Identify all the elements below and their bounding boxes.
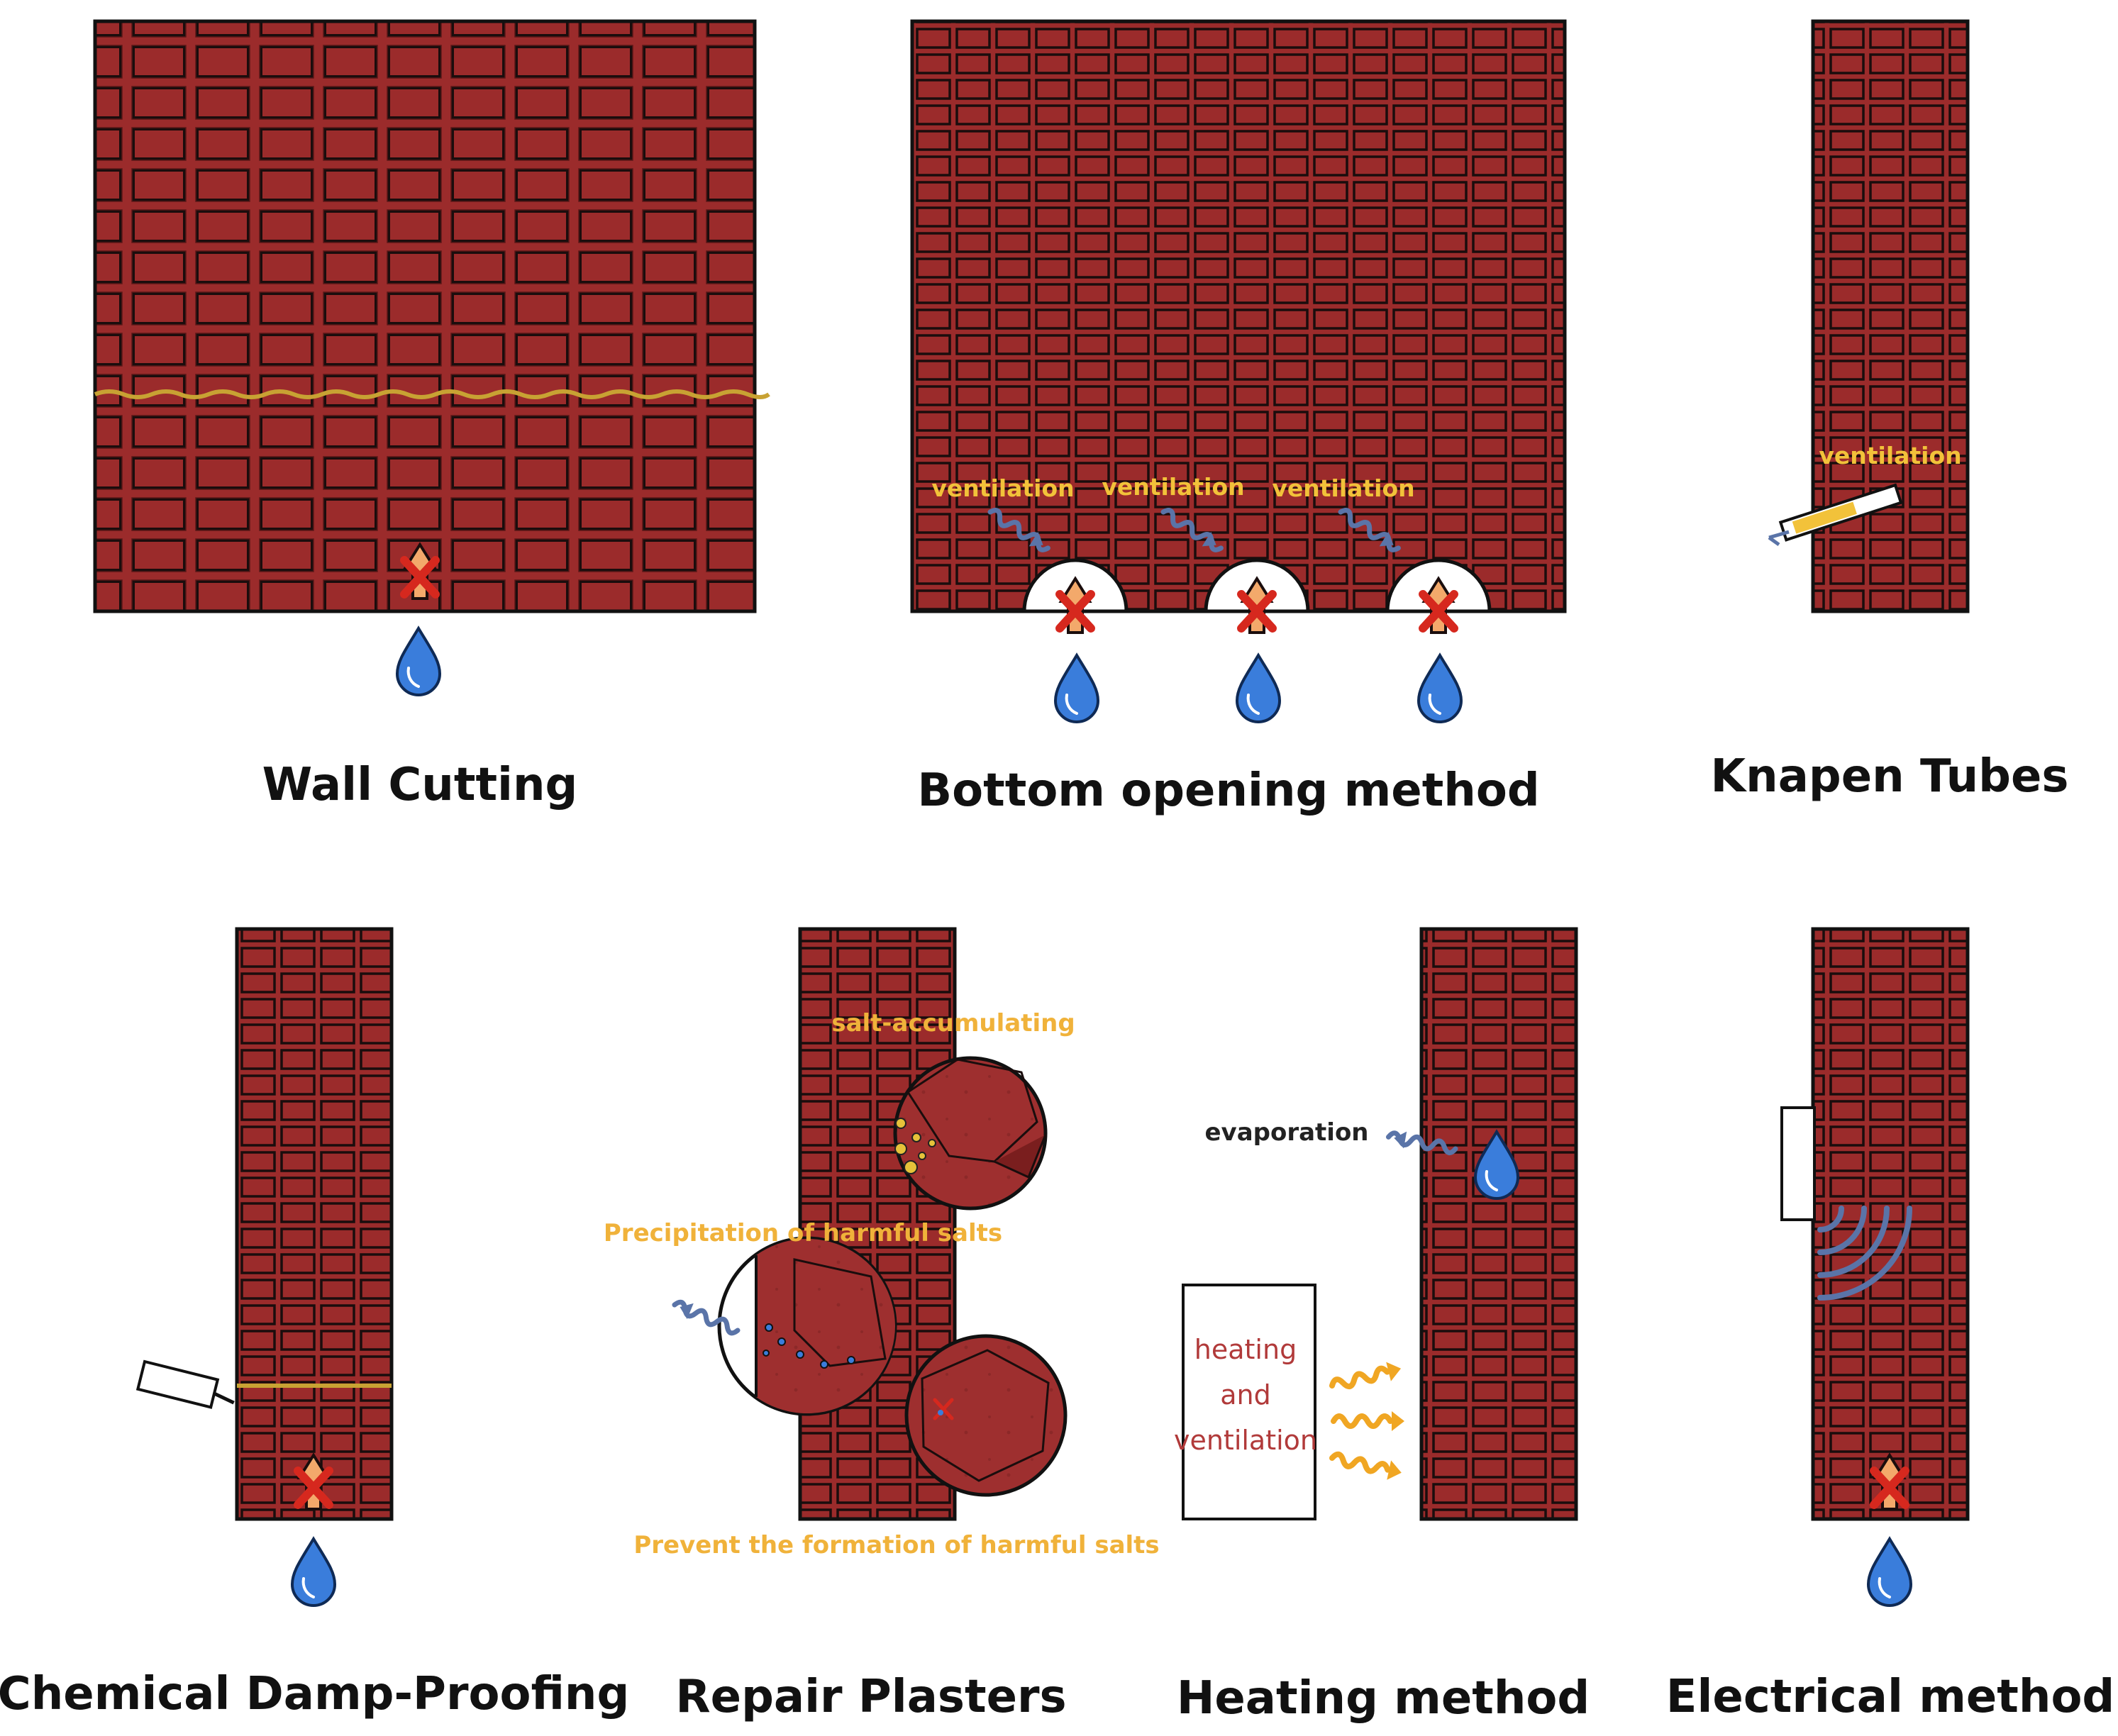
brick-wall — [1419, 927, 1578, 1521]
panel-bottom-opening: ventilation ventilation ventilation Bott… — [910, 19, 1567, 817]
salt-prevention-zoom — [904, 1334, 1068, 1497]
airflow-arrow-icon — [1768, 530, 1790, 547]
electric-field-icon — [1817, 1206, 1912, 1301]
panel-title: Repair Plasters — [675, 1671, 1066, 1723]
water-drop-icon — [291, 1537, 336, 1607]
panel-title: Electrical method — [1666, 1671, 2114, 1723]
ventilation-label: ventilation — [1819, 442, 1961, 469]
ventilation-label: ventilation — [931, 474, 1074, 502]
prevention-label: Prevent the formation of harmful salts — [633, 1531, 1159, 1559]
water-drop-icon — [1417, 654, 1463, 723]
heat-wave-icon — [1330, 1359, 1404, 1395]
salt-precipitation-zoom — [717, 1236, 897, 1416]
injector-icon — [135, 1359, 235, 1409]
brick-wall — [235, 927, 394, 1521]
heater-label-line3: ventilation — [1174, 1425, 1317, 1456]
precipitation-label: Precipitation of harmful salts — [604, 1219, 1002, 1247]
ventilation-label: ventilation — [1272, 474, 1414, 502]
panel-repair-plasters: salt-accumulating Precipitation of harmf… — [604, 927, 1160, 1723]
evaporation-label: evaporation — [1204, 1118, 1368, 1147]
heat-wave-icon — [1330, 1448, 1404, 1482]
ventilation-label: ventilation — [1102, 473, 1244, 501]
heater-box — [1182, 1284, 1316, 1520]
knapen-tube-icon — [1778, 483, 1903, 542]
panel-title: Chemical Damp-Proofing — [0, 1668, 629, 1720]
electrode-box — [1780, 1106, 1816, 1221]
panel-title: Bottom opening method — [917, 764, 1539, 817]
heater-label-line2: and — [1220, 1379, 1271, 1410]
water-drop-icon — [396, 627, 441, 696]
brick-wall — [1811, 19, 1970, 613]
panel-title: Heating method — [1177, 1672, 1590, 1725]
brick-wall — [93, 19, 757, 613]
panel-knapen-tubes: ventilation Knapen Tubes — [1711, 19, 2069, 803]
brick-wall — [1811, 927, 1970, 1521]
water-drop-icon — [1054, 654, 1099, 723]
panel-chemical-damp-proofing: Chemical Damp-Proofing — [0, 927, 629, 1720]
water-drop-icon — [1236, 654, 1281, 723]
panel-electrical-method: Electrical method — [1666, 927, 2114, 1723]
salt-accumulating-label: salt-accumulating — [831, 1009, 1075, 1037]
damp-course-line — [94, 389, 770, 399]
panel-title: Wall Cutting — [262, 759, 578, 811]
panel-wall-cutting: Wall Cutting — [93, 19, 770, 811]
heater-label-line1: heating — [1194, 1334, 1297, 1365]
salt-accumulating-zoom — [893, 1056, 1048, 1211]
heat-wave-icon — [1334, 1411, 1404, 1431]
water-drop-icon — [1867, 1537, 1912, 1607]
panel-heating-method: evaporation heating and ventilation Heat… — [1174, 927, 1590, 1725]
panel-title: Knapen Tubes — [1711, 750, 2069, 803]
